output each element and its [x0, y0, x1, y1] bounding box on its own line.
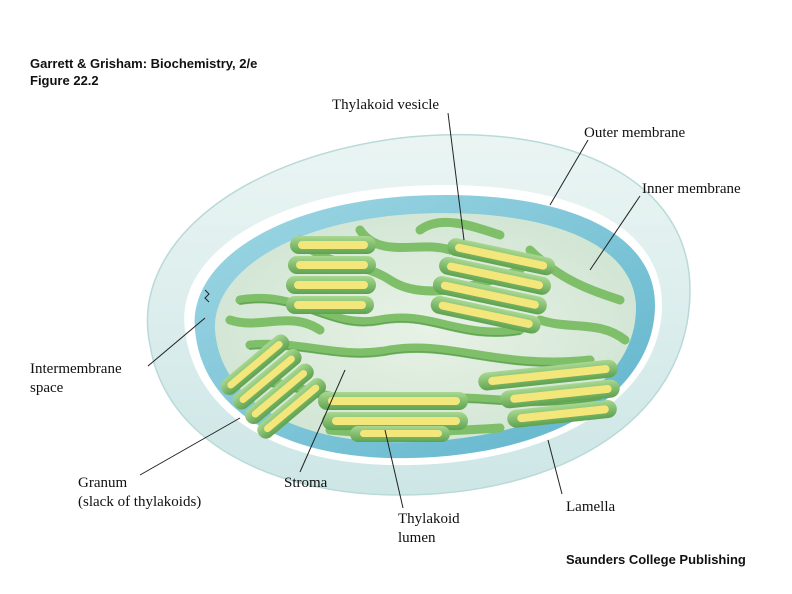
label-inner-membrane: Inner membrane — [642, 181, 741, 197]
label-stroma: Stroma — [284, 475, 328, 491]
label-intermembrane-line2: space — [30, 380, 64, 396]
granum-stack-4 — [318, 392, 468, 442]
label-granum-line1: Granum — [78, 475, 128, 491]
label-thylakoid-lumen-line1: Thylakoid — [398, 511, 460, 527]
label-thylakoid-lumen: Thylakoid lumen — [398, 510, 460, 548]
publisher-credit: Saunders College Publishing — [566, 552, 746, 567]
label-thylakoid-lumen-line2: lumen — [398, 530, 436, 546]
label-intermembrane-space: Intermembrane space — [30, 360, 122, 398]
granum-stack-2 — [430, 238, 556, 334]
label-lamella: Lamella — [566, 499, 616, 515]
label-granum-line2: (slack of thylakoids) — [78, 494, 202, 510]
leader-lines — [139, 112, 641, 509]
figure-source-title: Garrett & Grisham: Biochemistry, 2/e — [30, 56, 258, 71]
label-thylakoid-vesicle: Thylakoid vesicle — [332, 97, 440, 113]
granum-stack-5 — [478, 359, 620, 428]
label-granum: Granum (slack of thylakoids) — [78, 474, 201, 512]
granum-stack-3 — [220, 334, 326, 439]
label-intermembrane-line1: Intermembrane — [30, 361, 122, 377]
figure-number: Figure 22.2 — [30, 73, 99, 88]
granum-stack-1 — [286, 236, 376, 314]
label-outer-membrane: Outer membrane — [584, 125, 686, 141]
